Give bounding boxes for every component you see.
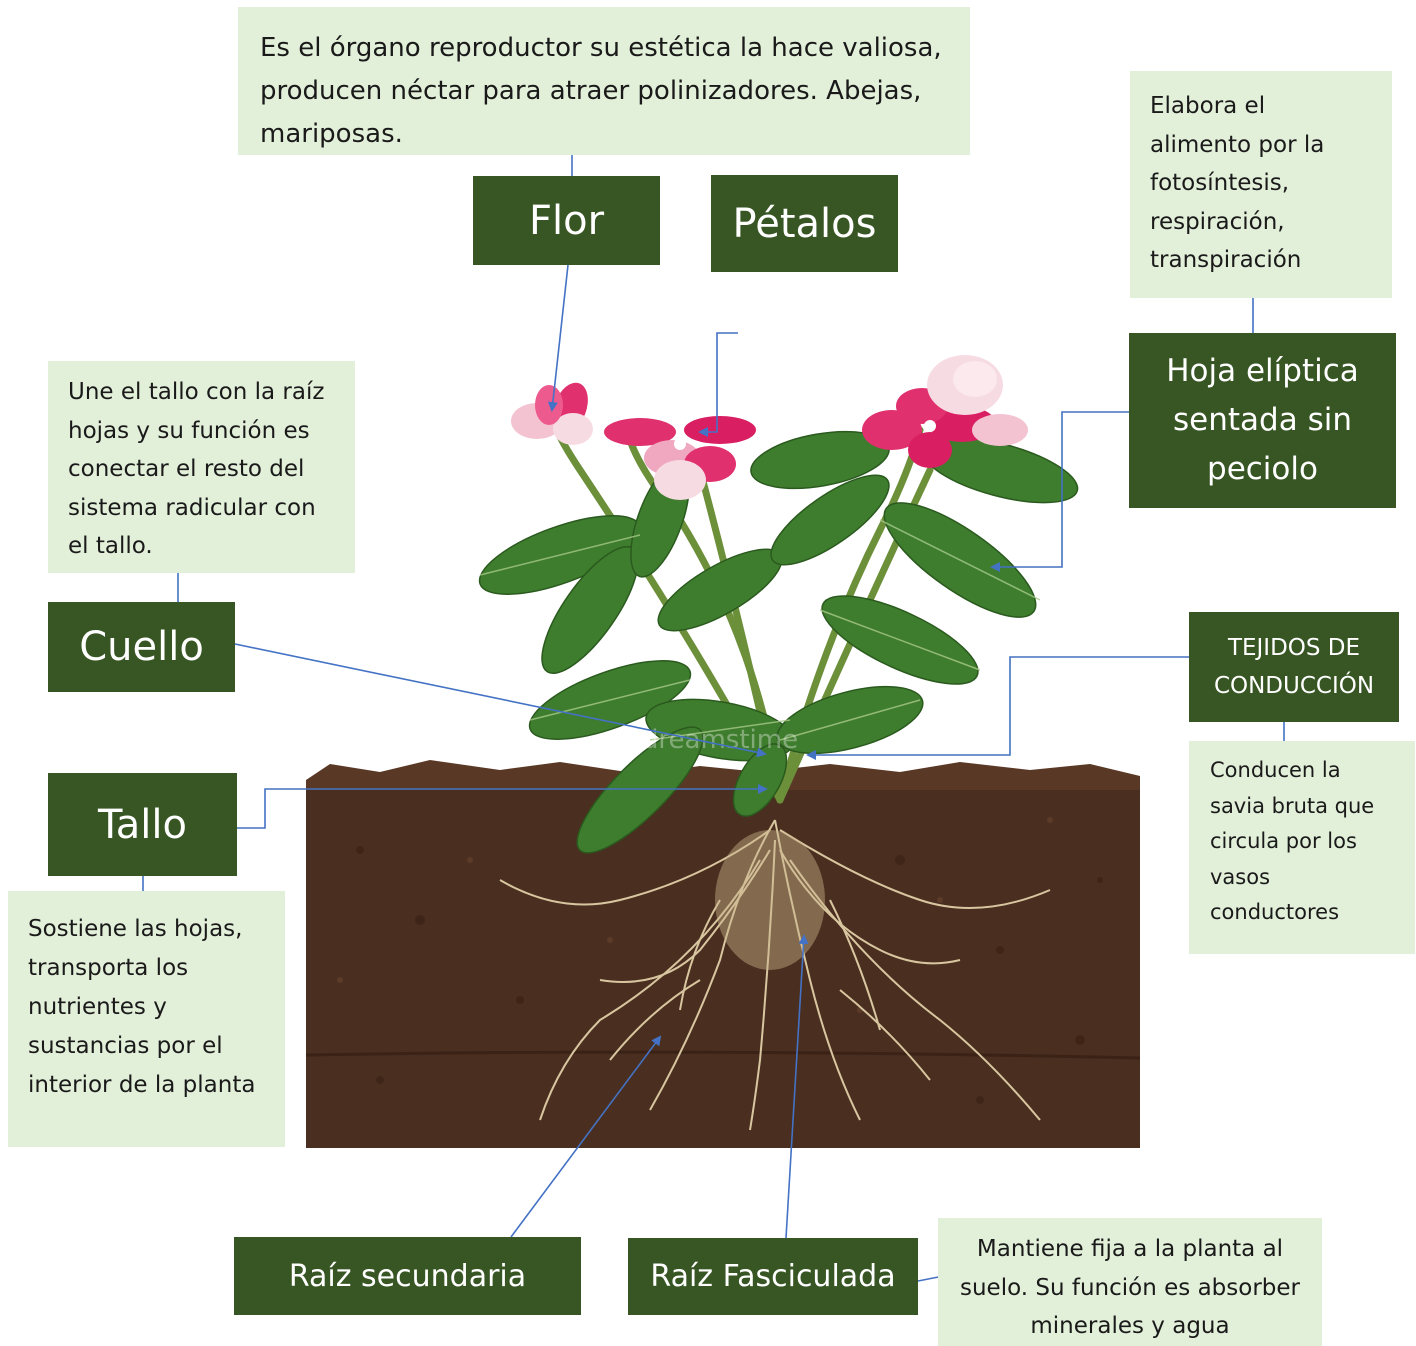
hoja-note-text: Elabora el alimento por la fotosíntesis,… bbox=[1150, 93, 1325, 273]
petalos-label-text: Pétalos bbox=[732, 200, 877, 247]
flor-label: Flor bbox=[473, 176, 660, 265]
raiz-secundaria-label: Raíz secundaria bbox=[234, 1237, 581, 1315]
cuello-arrow bbox=[234, 643, 767, 758]
flor-note: Es el órgano reproductor su estética la … bbox=[238, 7, 970, 155]
tallo-note: Sostiene las hojas, transporta los nutri… bbox=[8, 891, 285, 1147]
cuello-label: Cuello bbox=[48, 602, 235, 692]
cuello-note: Une el tallo con la raíz hojas y su func… bbox=[48, 361, 355, 573]
raiz-fasciculada-note: Mantiene fija a la planta al suelo. Su f… bbox=[938, 1218, 1322, 1346]
tejidos-label: TEJIDOS DE CONDUCCIÓN bbox=[1189, 612, 1399, 722]
tallo-label: Tallo bbox=[48, 773, 237, 876]
tallo-label-text: Tallo bbox=[97, 801, 188, 848]
tejidos-arrow bbox=[806, 656, 1189, 760]
raiz-fasciculada-arrow bbox=[785, 934, 809, 1239]
petalos-label: Pétalos bbox=[711, 175, 898, 272]
watermark: dreamstime bbox=[642, 725, 798, 755]
flor-note-text: Es el órgano reproductor su estética la … bbox=[260, 33, 942, 149]
cuello-label-text: Cuello bbox=[79, 624, 204, 670]
tallo-note-text: Sostiene las hojas, transporta los nutri… bbox=[28, 916, 256, 1098]
petalos-arrow bbox=[698, 332, 738, 437]
raiz-fasciculada-label-text: Raíz Fasciculada bbox=[650, 1259, 896, 1294]
flor-label-text: Flor bbox=[528, 197, 605, 244]
cuello-note-text: Une el tallo con la raíz hojas y su func… bbox=[68, 379, 325, 559]
raiz-fasciculada-label: Raíz Fasciculada bbox=[628, 1238, 918, 1315]
flowers bbox=[511, 355, 1028, 500]
flor-arrow bbox=[547, 264, 569, 412]
hoja-label: Hoja elíptica sentada sin peciolo bbox=[1129, 333, 1396, 508]
tallo-arrow bbox=[237, 784, 768, 829]
tejidos-note: Conducen la savia bruta que circula por … bbox=[1189, 741, 1415, 954]
tejidos-note-text: Conducen la savia bruta que circula por … bbox=[1210, 758, 1375, 924]
hoja-label-text: Hoja elíptica sentada sin peciolo bbox=[1166, 353, 1359, 487]
hoja-note: Elabora el alimento por la fotosíntesis,… bbox=[1130, 71, 1392, 298]
roots bbox=[499, 819, 1051, 1131]
raiz-secundaria-label-text: Raíz secundaria bbox=[288, 1258, 527, 1294]
raiz-fasciculada-note-text: Mantiene fija a la planta al suelo. Su f… bbox=[960, 1236, 1300, 1339]
raiz-secundaria-arrow bbox=[510, 1035, 662, 1238]
soil bbox=[306, 780, 1140, 1148]
hoja-arrow bbox=[990, 411, 1129, 572]
tejidos-label-text: TEJIDOS DE CONDUCCIÓN bbox=[1213, 635, 1375, 699]
